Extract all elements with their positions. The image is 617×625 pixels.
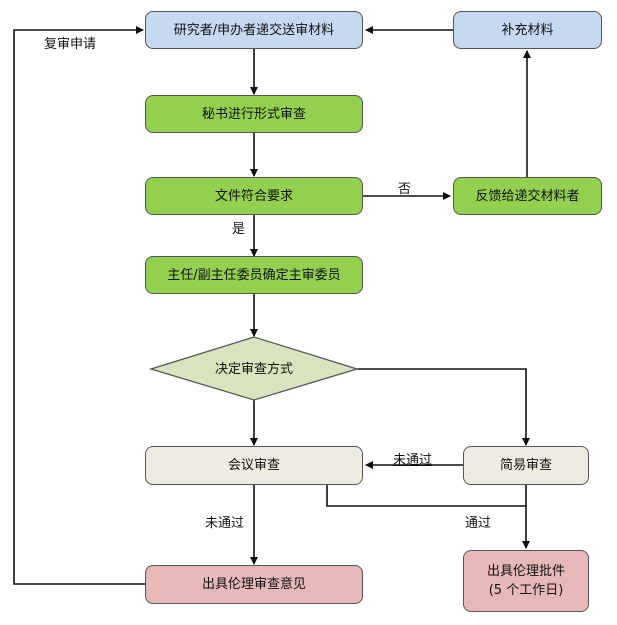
node-submit-materials: 研究者/申办者递交送审材料: [145, 11, 363, 49]
decision-diamond-shape: [148, 336, 360, 401]
node-supplement-materials: 补充材料: [453, 11, 602, 49]
label-passed: 通过: [465, 516, 492, 531]
node-assign-reviewer: 主任/副主任委员确定主审委员: [145, 256, 363, 294]
node-meets-requirements: 文件符合要求: [145, 177, 363, 215]
node-issue-approval: 出具伦理批件 (5 个工作日): [463, 550, 589, 612]
edge-meeting-to-approval: [326, 485, 526, 507]
edge-opinion-to-submit: [13, 26, 145, 585]
approval-line-1: 出具伦理批件: [486, 564, 565, 579]
node-decide-method: 决定审查方式: [214, 362, 293, 377]
node-issue-opinion: 出具伦理审查意见: [145, 565, 363, 604]
node-meeting-review: 会议审查: [145, 446, 363, 485]
node-formal-review: 秘书进行形式审查: [145, 95, 363, 133]
label-not-passed-meeting: 未通过: [205, 516, 245, 531]
label-not-passed-expedited: 未通过: [393, 453, 433, 468]
node-expedited-review: 简易审查: [463, 446, 589, 485]
edge-decide-to-expedited: [357, 368, 530, 446]
label-no: 否: [398, 182, 412, 197]
label-reapply: 复审申请: [44, 37, 97, 52]
approval-line-2: (5 个工作日): [488, 583, 564, 598]
node-feedback-submitter: 反馈给递交材料者: [453, 177, 602, 215]
label-yes: 是: [232, 222, 246, 237]
